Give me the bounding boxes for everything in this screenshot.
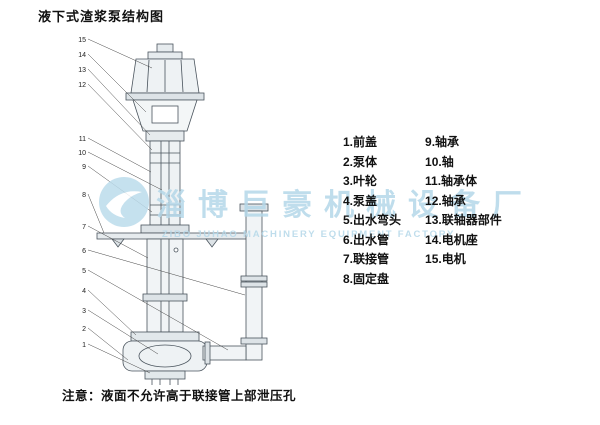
callout-number: 3 xyxy=(82,308,86,315)
callout-number: 11 xyxy=(79,136,86,143)
parts-list-column-2: 9.轴承 10.轴 11.轴承体 12.轴承 13.联轴器部件 14.电机座 1… xyxy=(425,133,502,289)
part-item: 15.电机 xyxy=(425,252,466,266)
part-item: 10.轴 xyxy=(425,154,454,169)
callout-number: 1 xyxy=(82,342,86,349)
callout-leader-lines xyxy=(87,38,246,374)
callout-number: 12 xyxy=(78,82,86,89)
callout-number: 7 xyxy=(82,224,86,231)
motor-shape xyxy=(125,43,205,101)
motor-stand-shape xyxy=(132,99,198,132)
part-item: 11.轴承体 xyxy=(425,174,478,188)
bearing-assembly-shape xyxy=(140,140,190,234)
callout-labels: 15 14 13 12 11 10 9 8 7 6 5 4 3 2 1 xyxy=(78,37,86,349)
callout-number: 15 xyxy=(78,37,86,44)
part-item: 7.联接管 xyxy=(343,252,390,266)
part-item: 9.轴承 xyxy=(425,135,460,149)
part-item: 5.出水弯头 xyxy=(343,213,402,227)
callout-number: 2 xyxy=(82,326,86,333)
pump-casing-shape xyxy=(122,331,208,385)
part-item: 1.前盖 xyxy=(343,135,378,149)
part-item: 14.电机座 xyxy=(425,232,478,247)
part-item: 13.联轴器部件 xyxy=(425,213,502,227)
discharge-pipe-shape xyxy=(202,203,269,365)
callout-number: 6 xyxy=(82,248,86,255)
part-item: 3.叶轮 xyxy=(343,174,378,188)
parts-list-column-1: 1.前盖 2.泵体 3.叶轮 4.泵盖 5.出水弯头 6.出水管 7.联接管 8… xyxy=(343,133,401,289)
part-item: 6.出水管 xyxy=(343,232,390,247)
pump-drawing xyxy=(96,43,269,385)
column-pipe-shape xyxy=(142,238,188,333)
page-title: 液下式渣浆泵结构图 xyxy=(38,9,165,24)
part-item: 2.泵体 xyxy=(343,154,378,169)
parts-list: 1.前盖 2.泵体 3.叶轮 4.泵盖 5.出水弯头 6.出水管 7.联接管 8… xyxy=(343,133,502,289)
part-item: 4.泵盖 xyxy=(343,193,378,208)
callout-number: 4 xyxy=(82,288,86,295)
callout-number: 13 xyxy=(78,67,86,74)
callout-number: 14 xyxy=(78,52,86,59)
callout-number: 10 xyxy=(78,150,86,157)
callout-number: 5 xyxy=(82,268,86,275)
part-item: 8.固定盘 xyxy=(343,271,390,286)
part-item: 12.轴承 xyxy=(425,193,466,208)
coupling-shape xyxy=(145,130,185,142)
caution-note: 注意：液面不允许高于联接管上部泄压孔 xyxy=(62,389,297,403)
callout-number: 9 xyxy=(82,164,86,171)
callout-number: 8 xyxy=(82,192,86,199)
